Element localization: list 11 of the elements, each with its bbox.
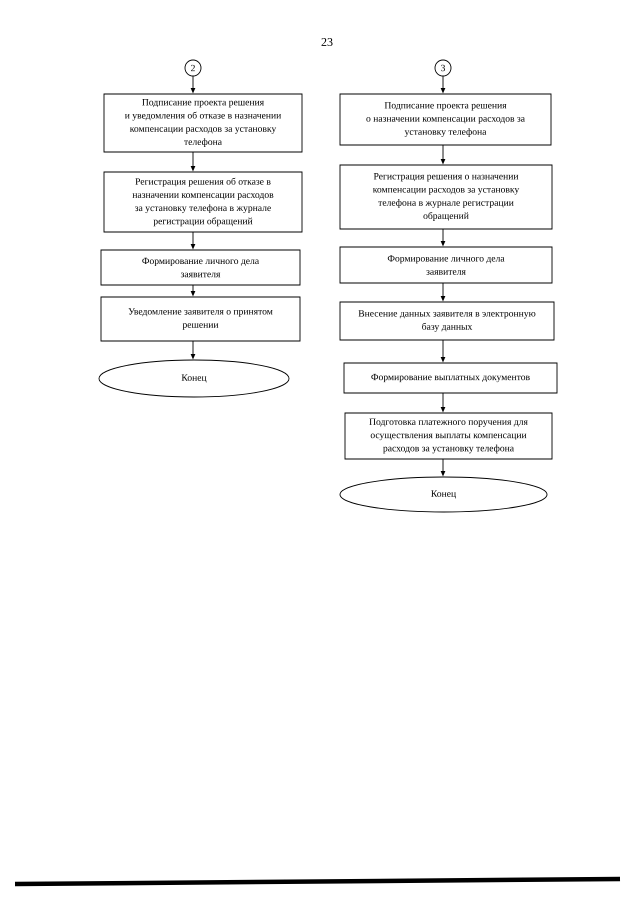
page-number: 23 [322,38,333,46]
process-box: Внесение данных заявителя в электронную базу данных [340,302,554,340]
process-box: Подготовка платежного поручения для осуществления выплаты компенсации расходов за установку телефона [344,412,552,460]
process-box: Регистрация решения о назначении компенсации расходов за установку телефона в журнале регистрации обращений [340,164,552,230]
process-box: Уведомление заявителя о принятом решении [100,296,300,342]
process-box: Формирование личного дела заявителя [340,246,552,284]
process-box: Формирование выплатных документов [344,362,558,394]
process-box: Регистрация решения об отказе в назначении компенсации расходов за установку телефона в журнале регистрации обращений [104,172,302,232]
process-box: Подписание проекта решения и уведомления об отказе в назначении компенсации расходов за установку телефона [104,94,302,152]
process-box: Формирование личного дела заявителя [100,250,300,286]
process-box: Подписание проекта решения о назначении компенсации расходов за установку телефона [340,94,552,146]
